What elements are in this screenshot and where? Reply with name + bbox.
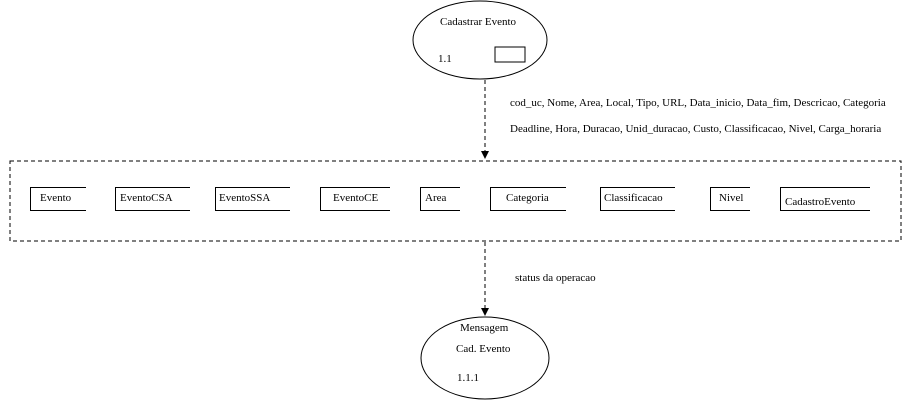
data-store-label: EventoCSA xyxy=(120,192,173,204)
data-store-label: EventoSSA xyxy=(219,192,271,204)
data-store-area: Area xyxy=(420,187,460,211)
process-bottom-ellipse xyxy=(420,316,550,400)
process-top-title: Cadastrar Evento xyxy=(440,16,517,28)
process-top-number: 1.1 xyxy=(438,53,452,65)
flow-out-label: status da operacao xyxy=(515,272,596,284)
data-store-cadastroevento: CadastroEvento xyxy=(780,187,870,211)
data-store-eventocsa: EventoCSA xyxy=(115,187,190,211)
process-top-small-box xyxy=(494,46,526,63)
data-store-label: Nivel xyxy=(719,192,744,204)
data-store-label: Classificacao xyxy=(604,192,663,204)
process-bottom-number: 1.1.1 xyxy=(457,372,479,384)
data-store-evento: Evento xyxy=(30,187,86,211)
flow-in-label-line2: Deadline, Hora, Duracao, Unid_duracao, C… xyxy=(510,123,882,135)
data-store-classificacao: Classificacao xyxy=(600,187,675,211)
data-store-label: Area xyxy=(425,192,447,204)
data-store-categoria: Categoria xyxy=(490,187,566,211)
process-top-ellipse xyxy=(412,0,548,80)
process-bottom-title-line2: Cad. Evento xyxy=(456,343,511,355)
data-store-label: Evento xyxy=(40,192,72,204)
flow-in-label-line1: cod_uc, Nome, Area, Local, Tipo, URL, Da… xyxy=(510,97,886,109)
data-store-label: CadastroEvento xyxy=(785,196,856,208)
data-store-eventossa: EventoSSA xyxy=(215,187,290,211)
data-store-label: EventoCE xyxy=(333,192,379,204)
data-store-eventoce: EventoCE xyxy=(320,187,390,211)
process-bottom-title-line1: Mensagem xyxy=(460,322,509,334)
data-store-label: Categoria xyxy=(506,192,549,204)
data-store-group xyxy=(9,160,902,242)
data-store-nivel: Nivel xyxy=(710,187,750,211)
